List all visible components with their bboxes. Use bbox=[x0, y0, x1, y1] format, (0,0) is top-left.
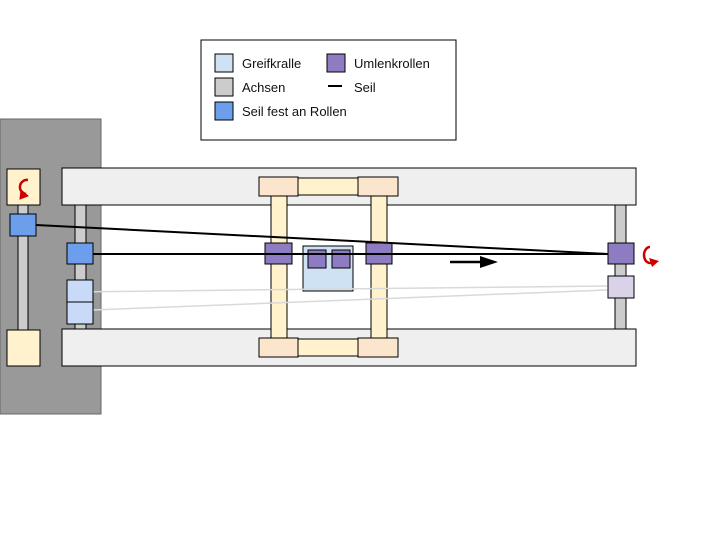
legend-label-achsen: Achsen bbox=[242, 80, 285, 95]
legend-label-seil-fest: Seil fest an Rollen bbox=[242, 104, 347, 119]
arrow-right-icon bbox=[450, 256, 498, 268]
pulley-right bbox=[607, 242, 635, 265]
fixed-roller-left bbox=[66, 242, 94, 265]
motor-block-top bbox=[6, 168, 41, 206]
legend-label-seil: Seil bbox=[354, 80, 376, 95]
legend-swatch-achsen bbox=[214, 77, 234, 97]
fixed-roller-left-faded-a bbox=[66, 279, 94, 303]
carriage-leg-left bbox=[270, 195, 288, 340]
legend-label-greifkralle: Greifkralle bbox=[242, 56, 301, 71]
pulley-claw-right bbox=[331, 249, 351, 269]
rotation-arrow-icon bbox=[18, 178, 29, 200]
pulley-right-faded bbox=[607, 275, 635, 299]
motor-block-bottom bbox=[6, 329, 41, 367]
axle-left bbox=[74, 204, 87, 330]
legend-swatch-greifkralle bbox=[214, 53, 234, 73]
carriage-leg-right bbox=[370, 195, 388, 340]
carriage-corner-tr bbox=[357, 176, 399, 197]
legend-swatch-umlenkrollen bbox=[326, 53, 346, 73]
carriage-corner-tl bbox=[258, 176, 299, 197]
rope-light-upper bbox=[66, 285, 608, 293]
carriage-corner-br bbox=[357, 337, 399, 358]
carriage-corner-bl bbox=[258, 337, 299, 358]
carriage-beam-bottom bbox=[297, 338, 359, 357]
rope-light-lower bbox=[66, 289, 608, 312]
legend-label-umlenkrollen: Umlenkrollen bbox=[354, 56, 430, 71]
fixed-roller-motor bbox=[9, 213, 37, 237]
fixed-roller-left-faded-b bbox=[66, 301, 94, 325]
legend: Greifkralle Umlenkrollen Achsen Seil Sei… bbox=[200, 39, 457, 141]
pulley-claw-left bbox=[307, 249, 327, 269]
rotation-arrow-icon bbox=[642, 245, 659, 267]
axle-right bbox=[614, 204, 627, 330]
carriage-beam-top bbox=[297, 177, 359, 196]
legend-swatch-seil-fest bbox=[214, 101, 234, 121]
rope-upper bbox=[35, 224, 609, 255]
